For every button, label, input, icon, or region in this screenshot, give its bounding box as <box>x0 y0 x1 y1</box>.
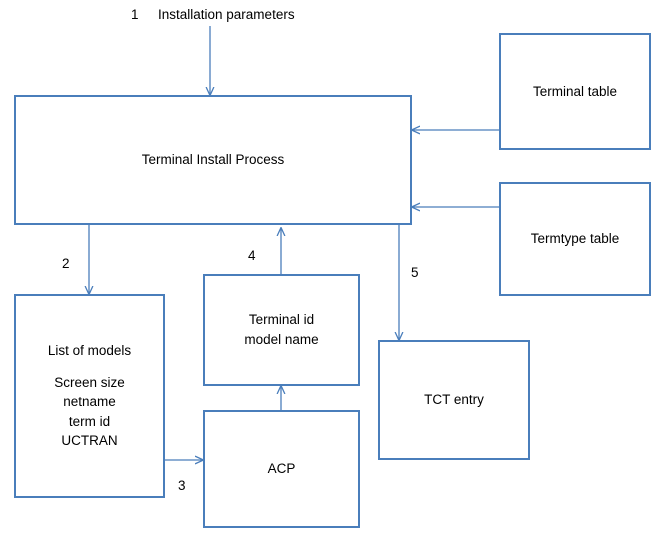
box-termtype-table[interactable]: Termtype table <box>499 182 651 296</box>
box-list-of-models[interactable]: List of models Screen size netname term … <box>14 294 165 498</box>
box-tct-entry-line-1: TCT entry <box>424 392 484 408</box>
installation-parameters-label: Installation parameters <box>158 7 295 22</box>
box-terminal-install-process[interactable]: Terminal Install Process <box>14 95 412 225</box>
box-terminal-install-process-line-1: Terminal Install Process <box>141 152 285 168</box>
step-number-1: 1 <box>131 7 139 22</box>
box-list-of-models-line-3: Screen size <box>54 374 125 390</box>
box-list-of-models-line-1: List of models <box>47 343 132 359</box>
box-acp[interactable]: ACP <box>203 410 360 528</box>
box-terminal-id-model-name-line-1: Terminal id <box>248 312 315 328</box>
box-list-of-models-line-6: UCTRAN <box>61 433 118 449</box>
box-acp-line-1: ACP <box>267 461 296 477</box>
step-number-4: 4 <box>248 248 256 263</box>
box-tct-entry[interactable]: TCT entry <box>378 340 530 460</box>
box-termtype-table-line-1: Termtype table <box>530 231 620 247</box>
step-number-5: 5 <box>411 265 419 280</box>
box-list-of-models-line-5: term id <box>68 413 111 429</box>
box-terminal-id-model-name-line-2: model name <box>244 332 319 347</box>
step-number-2: 2 <box>62 256 70 271</box>
box-list-of-models-line-4: netname <box>63 394 116 410</box>
box-terminal-id-model-name[interactable]: Terminal id model name <box>203 274 360 386</box>
box-terminal-table-line-1: Terminal table <box>532 83 618 99</box>
box-terminal-table[interactable]: Terminal table <box>499 33 651 150</box>
step-number-3: 3 <box>178 478 186 493</box>
